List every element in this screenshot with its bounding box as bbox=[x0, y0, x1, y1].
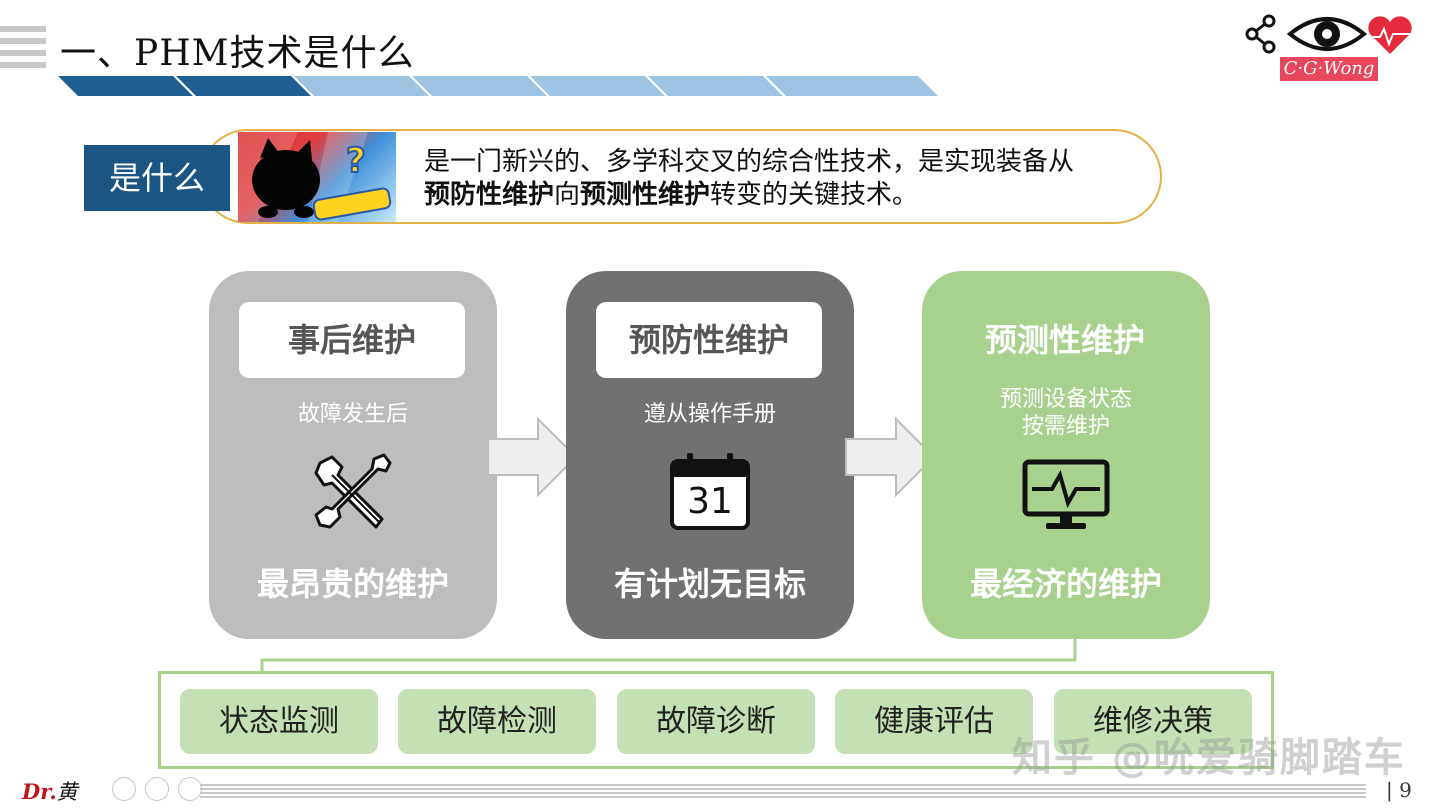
capability-fault-diagnosis: 故障诊断 bbox=[617, 689, 815, 754]
pokemon-image: ? bbox=[238, 132, 396, 222]
zhihu-watermark: 知乎 @吮爱骑脚踏车 bbox=[1012, 735, 1406, 781]
nav-more-icon[interactable] bbox=[178, 777, 202, 801]
eye-icon bbox=[1286, 17, 1368, 51]
footer-brand: Dr.黄 bbox=[22, 776, 78, 806]
calendar-icon: 31 bbox=[669, 451, 751, 531]
card-preventive-maintenance: 预防性维护 遵从操作手册 31 有计划无目标 bbox=[566, 271, 854, 639]
footer-nav bbox=[112, 777, 211, 805]
header-decoration bbox=[0, 26, 46, 70]
capability-fault-detection: 故障检测 bbox=[398, 689, 596, 754]
card-predictive-maintenance: 预测性维护 预测设备状态 按需维护 最经济的维护 bbox=[922, 271, 1210, 639]
svg-text:?: ? bbox=[346, 141, 366, 181]
definition-end: 转变的关键技术。 bbox=[710, 180, 919, 210]
card-subtitle: 预测设备状态 按需维护 bbox=[922, 386, 1210, 440]
pokemon-silhouette-icon: ? bbox=[238, 132, 392, 222]
logo bbox=[1245, 14, 1412, 54]
header-stripe bbox=[58, 76, 938, 96]
page-title: 一、PHM技术是什么 bbox=[60, 33, 415, 74]
heart-pulse-icon bbox=[1368, 16, 1412, 54]
definition-mid: 向 bbox=[554, 180, 581, 210]
definition-bold-predictive: 预测性维护 bbox=[580, 180, 711, 210]
capability-condition-monitoring: 状态监测 bbox=[180, 689, 378, 754]
nav-slides-icon[interactable] bbox=[112, 777, 136, 801]
arrow-right-icon bbox=[845, 417, 936, 497]
what-is-tag: 是什么 bbox=[84, 145, 230, 211]
tools-icon bbox=[314, 453, 392, 529]
capabilities-panel bbox=[158, 671, 1274, 769]
footer-lines bbox=[200, 784, 1366, 798]
footer-brand-prefix: Dr. bbox=[22, 779, 57, 804]
card-bottom-text: 有计划无目标 bbox=[613, 565, 806, 603]
card-bottom-text: 最经济的维护 bbox=[969, 565, 1162, 603]
card-title: 预测性维护 bbox=[984, 321, 1145, 359]
capability-maintenance-decision: 维修决策 bbox=[1054, 689, 1252, 754]
card-subtitle-line1: 预测设备状态 bbox=[999, 387, 1132, 412]
share-icon bbox=[1245, 14, 1276, 54]
card-subtitle: 故障发生后 bbox=[297, 402, 408, 427]
card-corrective-maintenance: 事后维护 故障发生后 最昂贵的维护 bbox=[209, 271, 497, 639]
card-title: 事后维护 bbox=[239, 302, 465, 378]
monitor-pulse-icon bbox=[1022, 459, 1110, 529]
page-number: | 9 bbox=[1386, 778, 1412, 802]
definition-line1: 是一门新兴的、多学科交叉的综合性技术，是实现装备从 bbox=[424, 147, 1075, 177]
card-bottom-text: 最昂贵的维护 bbox=[256, 565, 449, 603]
arrow-right-icon bbox=[487, 417, 578, 497]
capability-health-assessment: 健康评估 bbox=[835, 689, 1033, 754]
calendar-day: 31 bbox=[687, 481, 733, 522]
card-title: 预防性维护 bbox=[596, 302, 822, 378]
nav-zoom-icon[interactable] bbox=[145, 777, 169, 801]
logo-name: C·G·Wong bbox=[1280, 57, 1378, 81]
footer-brand-name: 黄 bbox=[56, 780, 78, 804]
definition-bold-preventive: 预防性维护 bbox=[424, 180, 555, 210]
card-subtitle-line2: 按需维护 bbox=[1021, 414, 1110, 439]
definition-text: 是一门新兴的、多学科交叉的综合性技术，是实现装备从 预防性维护向预测性维护转变的… bbox=[424, 146, 1144, 212]
card-subtitle: 遵从操作手册 bbox=[643, 402, 776, 427]
